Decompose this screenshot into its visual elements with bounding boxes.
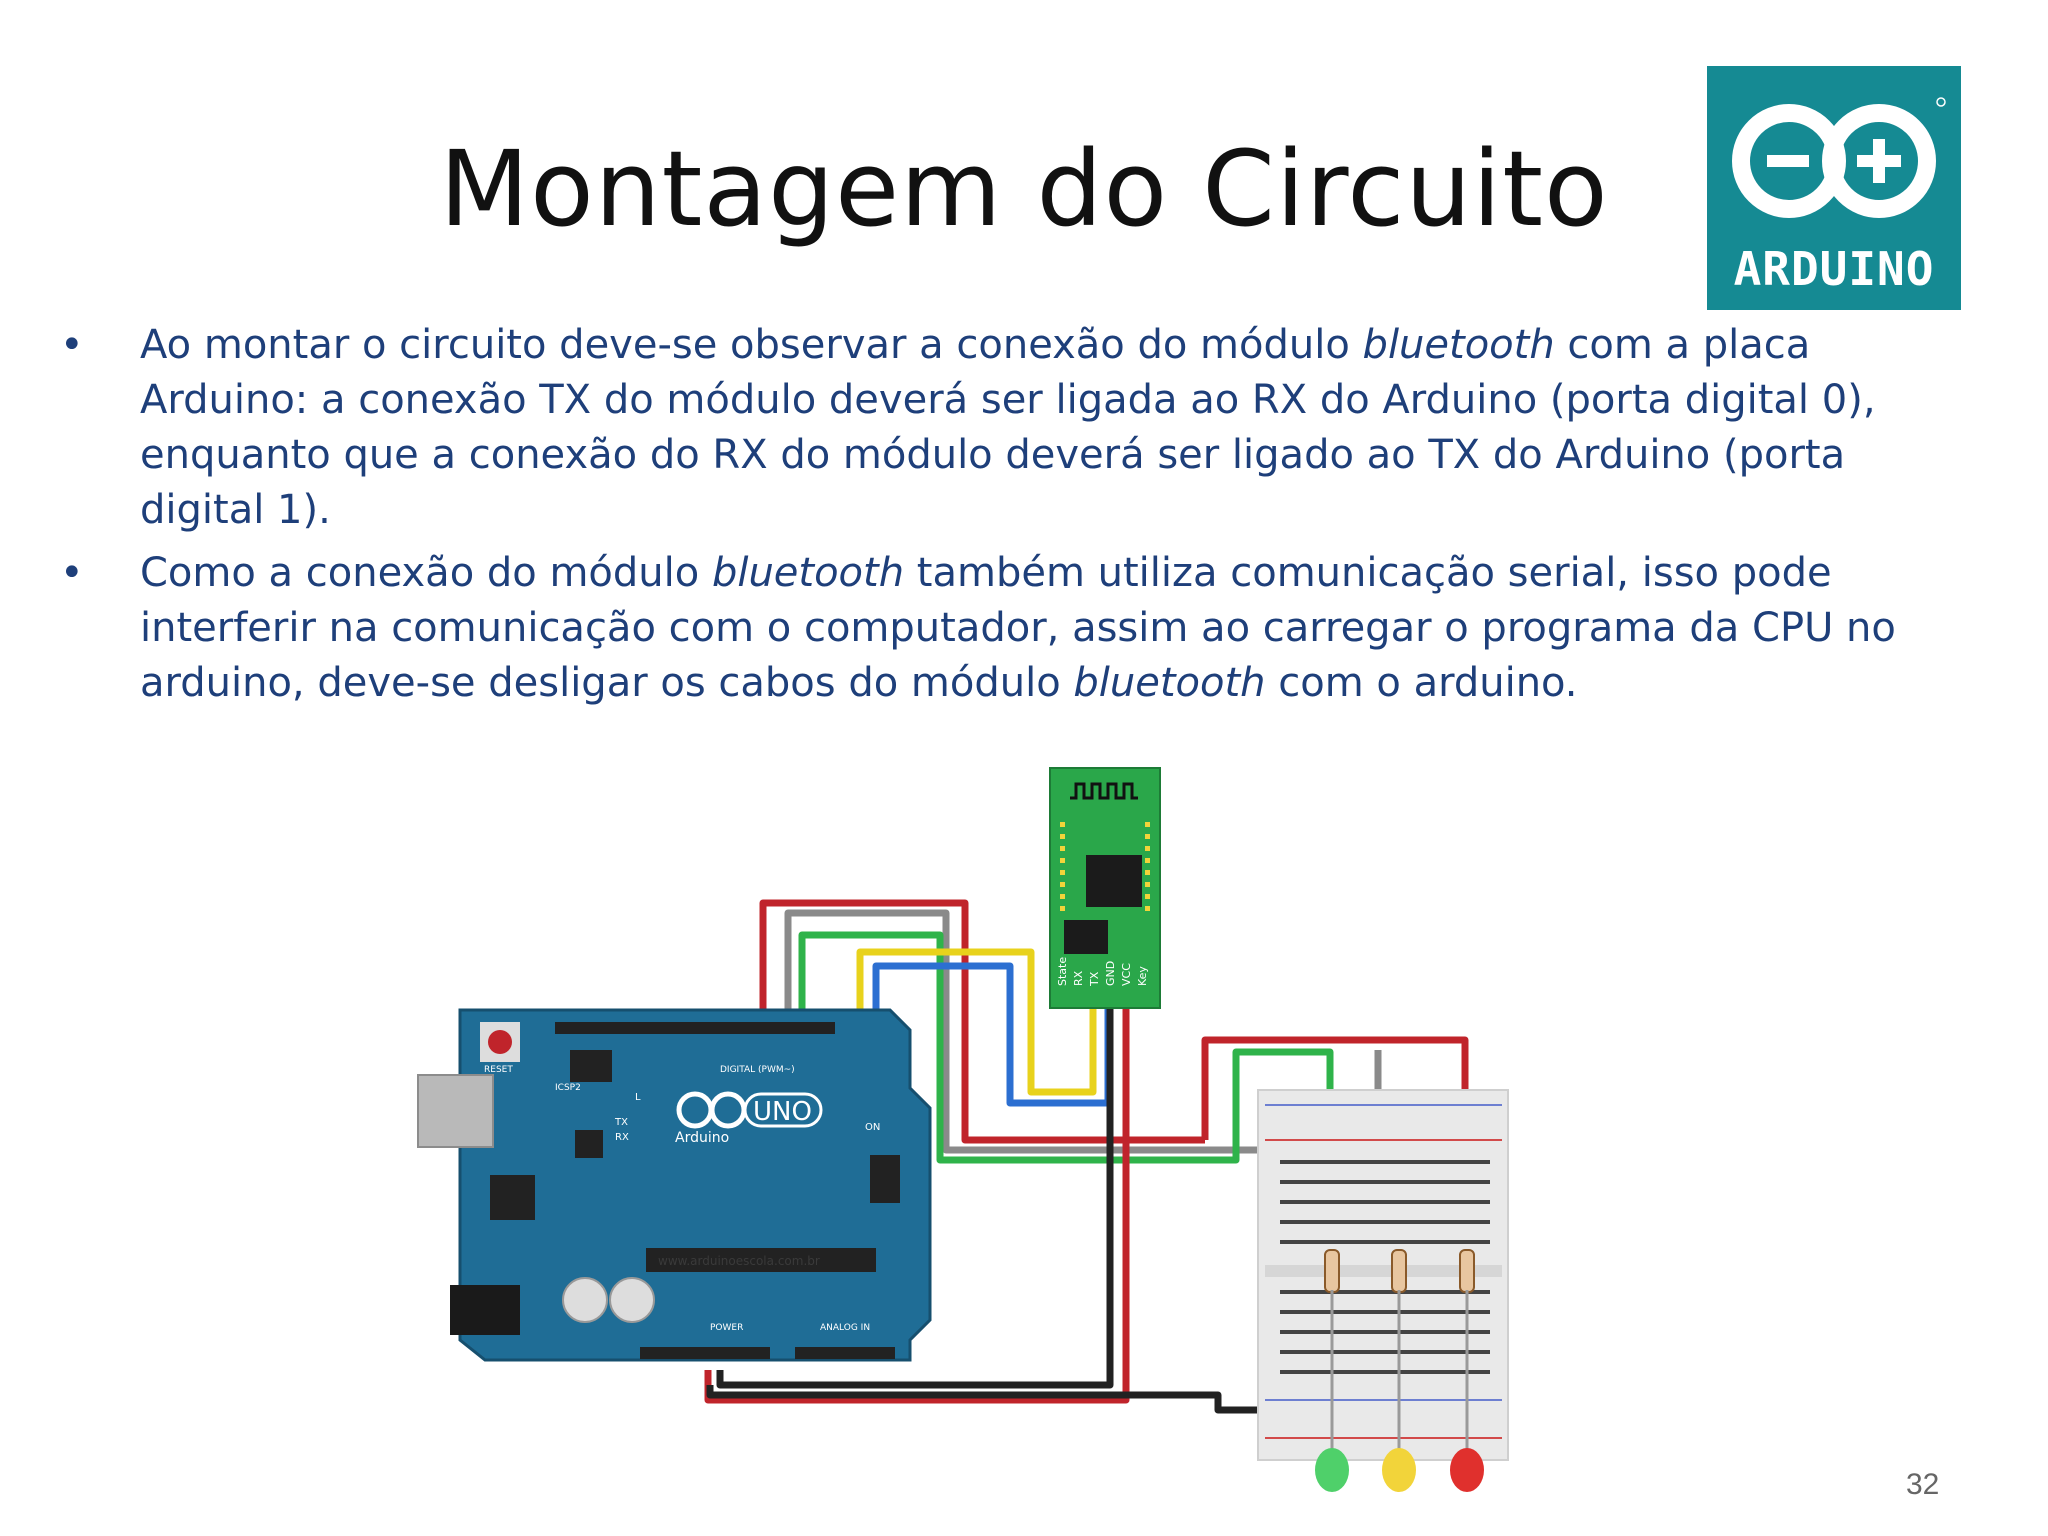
bt-pin-label: RX	[1072, 970, 1085, 986]
wire-black-bb	[706, 1385, 1310, 1414]
board-rx-label: RX	[615, 1132, 629, 1143]
bullet-emphasis: bluetooth	[1073, 660, 1266, 706]
bt-pin-label: GND	[1104, 961, 1117, 986]
bullet-item: • Como a conexão do módulo bluetooth tam…	[0, 546, 1920, 711]
bullet-text: Ao montar o circuito deve-se observar a …	[140, 322, 1363, 368]
circuit-diagram: State RX TX GND VCC Key RESET ICSP2 DIGI…	[417, 767, 1509, 1492]
board-analog-label: ANALOG IN	[820, 1323, 870, 1333]
board-digital-label: DIGITAL (PWM~)	[720, 1065, 795, 1075]
bullet-emphasis: bluetooth	[711, 550, 905, 596]
board-url-label: www.arduinoescola.com.br	[658, 1254, 820, 1268]
bluetooth-module: State RX TX GND VCC Key	[1049, 767, 1161, 1009]
bt-pin-label: Key	[1136, 966, 1149, 986]
bullet-dot: •	[60, 322, 84, 368]
breadboard	[1257, 1089, 1509, 1492]
bullet-dot: •	[60, 550, 84, 596]
bullet-text: Como a conexão do módulo	[140, 550, 712, 596]
bullet-emphasis: bluetooth	[1362, 322, 1555, 368]
bullet-item: • Ao montar o circuito deve-se observar …	[0, 318, 1920, 538]
bullet-list: • Ao montar o circuito deve-se observar …	[0, 318, 2048, 719]
led-green	[1315, 1448, 1349, 1492]
led-yellow	[1382, 1448, 1416, 1492]
bullet-text: com o arduino.	[1265, 660, 1578, 706]
board-uno-label: UNO	[753, 1097, 812, 1127]
board-l-label: L	[635, 1092, 641, 1103]
wire-green-top	[798, 931, 1334, 1164]
board-tx-label: TX	[614, 1117, 628, 1128]
wire-red-top	[759, 899, 1205, 1144]
arduino-logo-text: ARDUINO	[1733, 242, 1935, 296]
led-red	[1450, 1448, 1484, 1492]
bt-pin-label: TX	[1088, 971, 1101, 987]
board-power-label: POWER	[710, 1323, 743, 1333]
wire-black	[716, 1005, 1114, 1389]
bullet-text: com a placa Arduino: a conexão TX do mód…	[140, 322, 1876, 533]
arduino-board: RESET ICSP2 DIGITAL (PWM~) UNO Arduino T…	[417, 1008, 932, 1362]
bullet-text: também utiliza comunicação serial, isso …	[140, 550, 1896, 706]
arduino-logo: ARDUINO	[1707, 66, 1961, 310]
board-reset-label: RESET	[484, 1065, 513, 1075]
infinity-icon	[1732, 97, 1946, 218]
board-on-label: ON	[865, 1122, 880, 1133]
wire-yellow	[856, 948, 1097, 1096]
board-brand-label: Arduino	[675, 1130, 729, 1146]
page-number: 32	[1906, 1468, 1940, 1501]
slide-title: Montagem do Circuito	[439, 128, 1609, 250]
board-icsp-label: ICSP2	[555, 1083, 581, 1093]
bt-pin-label: VCC	[1120, 963, 1133, 986]
bt-pin-label: State	[1056, 957, 1069, 986]
